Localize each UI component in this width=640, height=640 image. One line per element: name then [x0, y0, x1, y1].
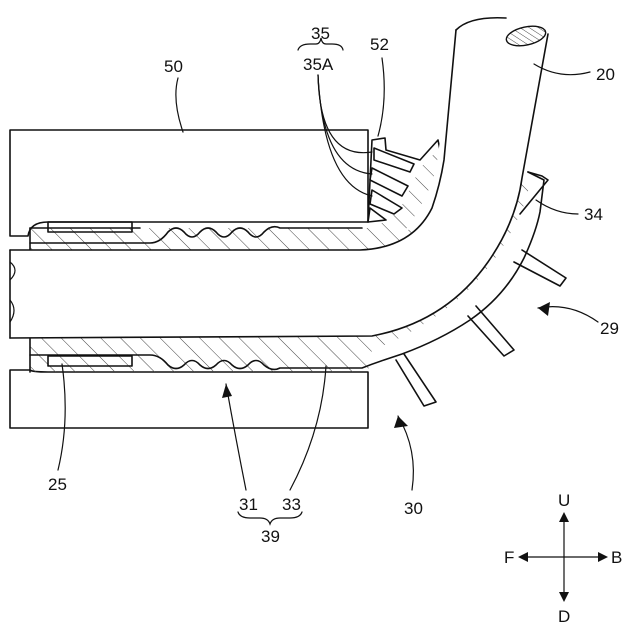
- label-35: 35: [311, 24, 330, 43]
- label-35a: 35A: [303, 55, 334, 74]
- label-20: 20: [596, 65, 615, 84]
- housing-upper: [10, 130, 368, 236]
- leader-31: [226, 384, 246, 490]
- compass-down-label: D: [558, 607, 570, 626]
- label-52: 52: [370, 35, 389, 54]
- compass-up-label: U: [558, 491, 570, 510]
- label-25: 25: [48, 475, 67, 494]
- arrow-31: [222, 384, 232, 398]
- direction-compass: U D F B: [504, 491, 622, 626]
- compass-front-label: F: [504, 548, 514, 567]
- label-30: 30: [404, 499, 423, 518]
- arrow-29: [538, 302, 550, 316]
- arrow-30: [394, 416, 408, 428]
- label-34: 34: [584, 205, 603, 224]
- compass-back-label: B: [611, 548, 622, 567]
- label-31: 31: [239, 495, 258, 514]
- leader-50: [176, 78, 183, 132]
- label-29: 29: [600, 319, 619, 338]
- leader-34: [536, 200, 578, 214]
- arrow-up-icon: [559, 512, 569, 522]
- leader-25: [58, 364, 65, 470]
- label-33: 33: [282, 495, 301, 514]
- arrow-left-icon: [518, 552, 528, 562]
- leader-52: [378, 58, 384, 136]
- leader-35a-3: [318, 75, 372, 196]
- arrow-down-icon: [559, 592, 569, 602]
- label-39: 39: [261, 527, 280, 546]
- label-50: 50: [164, 57, 183, 76]
- leader-35a-1: [318, 75, 372, 153]
- leader-30: [398, 416, 413, 490]
- arrow-right-icon: [598, 552, 608, 562]
